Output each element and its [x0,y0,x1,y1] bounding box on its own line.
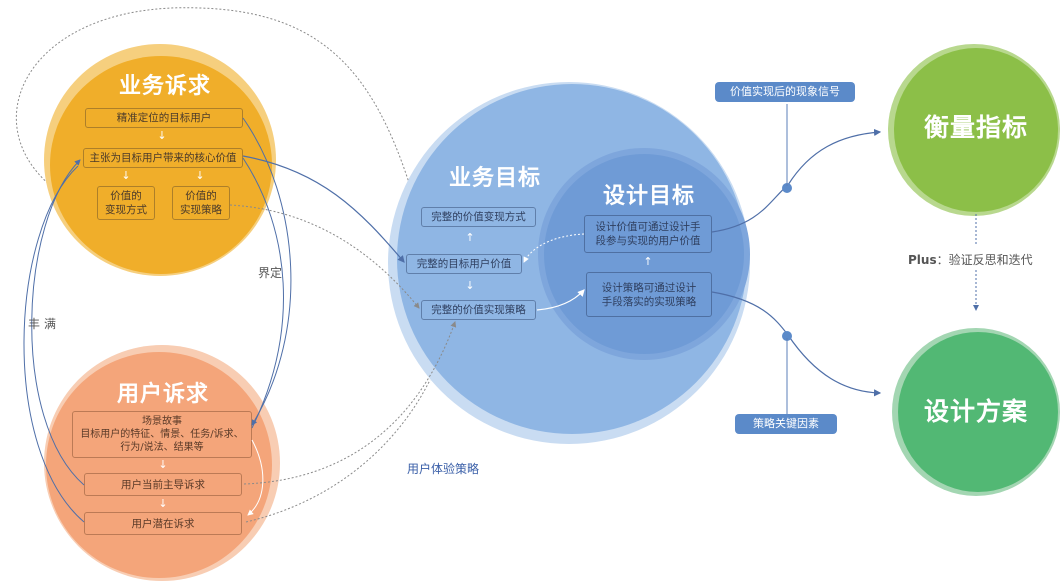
arrow-down-icon: ↓ [195,169,205,182]
define-line [242,117,292,426]
dotted-arc-top [16,7,420,213]
design-strategy-box: 设计策略可通过设计 手段落实的实现策略 [586,272,712,317]
business-goal-title: 业务目标 [448,165,541,191]
plus-text: ：验证反思和迭代 [936,253,1033,267]
ux-strategy-label: 用户体验策略 [407,462,480,476]
plus-label: Plus：验证反思和迭代 [906,251,1035,268]
complete-strategy-box: 完整的价值实现策略 [421,300,536,320]
strategy-dotted-link [229,204,420,309]
ux-strategy-dotted [243,321,457,485]
signal-tag: 价值实现后的现象信号 [715,82,855,102]
design-value-box: 设计价值可通过设计手 段参与实现的用户价值 [584,215,712,253]
design-goal-title: 设计目标 [602,183,695,209]
arrow-down-icon: ↓ [465,279,475,292]
strategy-box: 价值的 实现策略 [172,186,230,220]
strategy-to-design-link [536,289,585,311]
key-factor-node [782,331,792,341]
metrics-title: 衡量指标 [923,113,1028,142]
signal-node [782,183,792,193]
key-factor-tag: 策略关键因素 [735,414,837,434]
design-value-back-link [523,233,585,263]
monetization-box: 价值的 变现方式 [97,186,155,220]
design-solution-circle [898,332,1058,492]
plus-prefix: Plus [908,253,937,267]
define-label: 界定 [258,266,283,280]
scenario-box: 场景故事 目标用户的特征、情景、任务/诉求、 行为/说法、结果等 [72,411,252,458]
arrow-down-icon: ↓ [121,169,131,182]
design-solution-title: 设计方案 [923,397,1028,426]
complete-user-value-box: 完整的目标用户价值 [406,254,522,274]
arrow-down-icon: ↓ [157,129,167,142]
to-solution-curve [711,291,882,397]
to-metrics-curve [711,128,882,233]
complete-monetization-box: 完整的价值变现方式 [421,207,536,227]
enrich-line [23,165,85,523]
core-value-link [242,155,405,263]
design-goal-circle [544,154,744,354]
user-appeal-circle [46,352,272,578]
metrics-circle [894,48,1058,212]
enrich-label: 丰满 [28,317,61,331]
arrow-up-icon: ↑ [643,255,653,268]
white-curve [247,439,264,516]
target-user-box: 精准定位的目标用户 [85,108,243,128]
core-value-box: 主张为目标用户带来的核心价值 [83,148,243,168]
arrow-up-icon: ↑ [465,231,475,244]
business-appeal-circle [50,56,272,274]
current-appeal-box: 用户当前主导诉求 [84,473,242,496]
define-line [242,157,284,429]
arrow-down-icon: ↓ [158,497,168,510]
potential-appeal-box: 用户潜在诉求 [84,512,242,535]
business-appeal-title: 业务诉求 [118,73,211,99]
ux-strategy-dotted [245,379,431,523]
user-appeal-title: 用户诉求 [116,381,209,407]
arrow-down-icon: ↓ [158,458,168,471]
